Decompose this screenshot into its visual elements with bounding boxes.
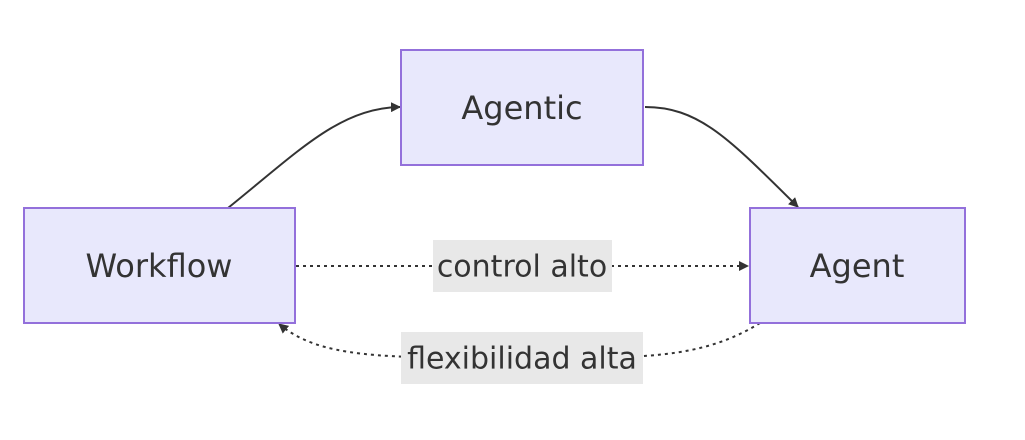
edge-workflow-to-agentic [227,102,401,209]
edge-label-control-alto: control alto [433,240,612,292]
edge-label-control-alto-text: control alto [437,250,607,285]
edge-label-flexibilidad-alta: flexibilidad alta [401,332,643,384]
node-agent-label: Agent [810,247,905,285]
node-agentic[interactable]: Agentic [400,49,644,166]
node-agentic-label: Agentic [461,89,582,127]
node-workflow-label: Workflow [86,247,233,285]
node-agent[interactable]: Agent [749,207,966,324]
edge-label-flexibilidad-alta-text: flexibilidad alta [407,342,637,377]
edge-agentic-to-agent [644,106,799,208]
node-workflow[interactable]: Workflow [23,207,296,324]
